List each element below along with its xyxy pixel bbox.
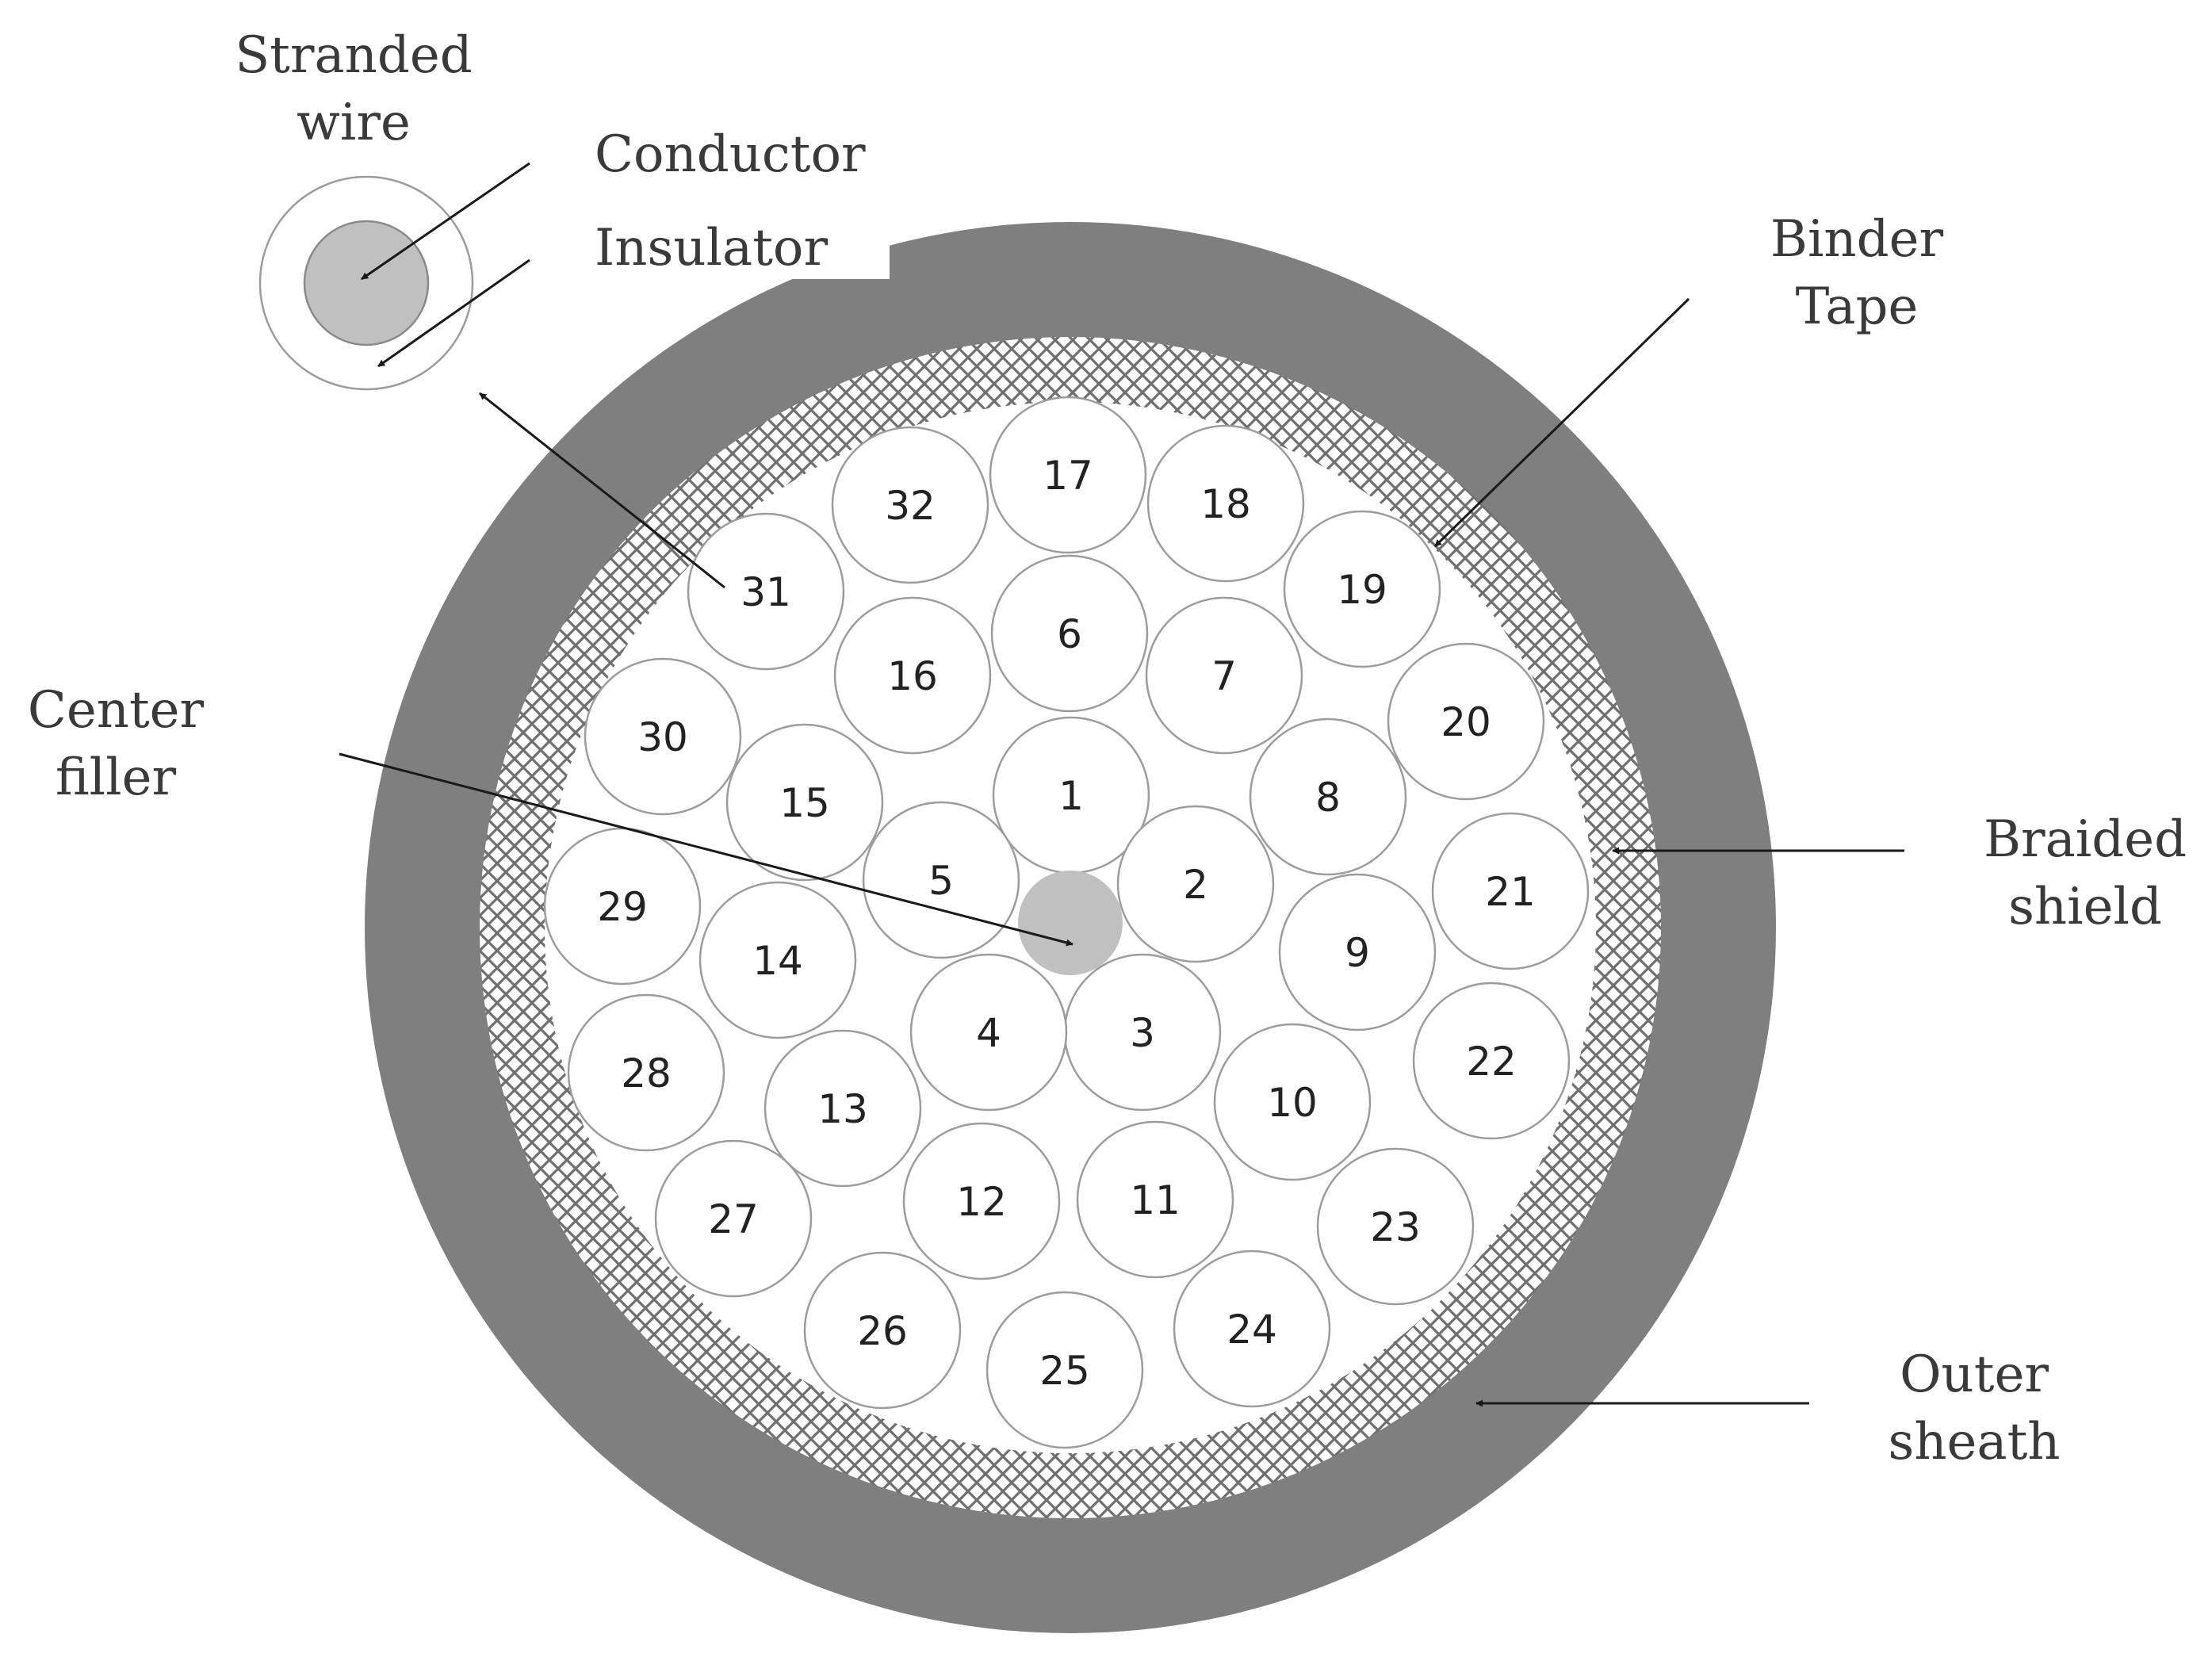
wire-number-label: 9 [1345, 930, 1370, 976]
wire-number-label: 13 [817, 1086, 868, 1132]
wire-number-label: 25 [1039, 1348, 1090, 1394]
wire-number-label: 3 [1130, 1010, 1155, 1056]
wire-23 [1316, 1147, 1475, 1306]
wire-6 [990, 554, 1149, 713]
stranded-wire-label: Stranded [235, 26, 472, 85]
conductor-label: Conductor [595, 125, 866, 184]
wire-32 [831, 426, 989, 584]
wire-10 [1213, 1023, 1372, 1181]
wire-number-label: 12 [956, 1179, 1007, 1225]
wire-number-label: 4 [976, 1010, 1001, 1056]
wire-number-label: 17 [1043, 453, 1093, 499]
binder-tape-arrow [1433, 297, 1690, 548]
stranded-wire-arrow [479, 392, 725, 589]
wire-4 [909, 953, 1068, 1112]
wire-number-label: 26 [857, 1308, 908, 1354]
wire-number-label: 2 [1183, 862, 1208, 908]
wire-number-label: 19 [1337, 567, 1387, 613]
wire-14 [698, 881, 857, 1039]
wire-number-label: 21 [1485, 869, 1536, 915]
wire-number-label: 11 [1130, 1177, 1181, 1223]
wire-number-label: 1 [1058, 773, 1084, 819]
wire-number-label: 7 [1211, 653, 1237, 699]
center-filler-label: filler [55, 748, 177, 807]
wire-number-label: 30 [637, 714, 688, 760]
wire-number-label: 16 [887, 653, 938, 699]
wire-25 [985, 1291, 1144, 1449]
wire-26 [803, 1251, 962, 1410]
wire-group: 1234567891011121314151617181920212223242… [543, 396, 1590, 1449]
wire-15 [725, 723, 884, 882]
insulator-arrow [377, 258, 530, 368]
wire-17 [989, 396, 1147, 554]
conductor-core [303, 220, 430, 346]
center-filler-arrow [339, 752, 1073, 947]
wire-number-label: 22 [1466, 1039, 1517, 1085]
wire-16 [833, 596, 992, 755]
wire-number-label: 31 [741, 569, 791, 615]
wire-27 [654, 1139, 813, 1298]
stranded-wire-detail [258, 175, 474, 391]
wire-21 [1431, 812, 1590, 970]
label-backdrop [587, 214, 890, 279]
conductor-arrow [361, 162, 530, 281]
wire-number-label: 6 [1057, 611, 1082, 657]
wire-2 [1116, 805, 1275, 963]
wire-number-label: 28 [621, 1050, 672, 1096]
binder-tape-label: Tape [1796, 277, 1919, 336]
wire-9 [1278, 873, 1437, 1031]
wire-22 [1412, 982, 1571, 1140]
outer-sheath-label: sheath [1888, 1413, 2060, 1471]
center-filler [1018, 871, 1123, 975]
stranded-wire-label: wire [297, 94, 411, 152]
insulator-label: Insulator [595, 219, 828, 277]
wire-number-label: 29 [597, 884, 648, 930]
binder-tape-label: Binder [1770, 210, 1944, 269]
wire-number-label: 8 [1315, 775, 1341, 821]
wire-number-label: 18 [1200, 481, 1251, 527]
wire-number-label: 14 [752, 938, 803, 984]
wire-number-label: 15 [779, 780, 830, 826]
wire-number-label: 23 [1370, 1204, 1421, 1250]
wire-number-label: 10 [1267, 1080, 1318, 1126]
wire-30 [584, 657, 742, 816]
wire-number-label: 27 [708, 1196, 759, 1242]
wire-number-label: 24 [1227, 1307, 1277, 1353]
wire-number-label: 20 [1441, 699, 1491, 745]
wire-19 [1283, 510, 1441, 668]
wire-11 [1076, 1120, 1234, 1279]
wire-5 [862, 801, 1020, 959]
outer-sheath-label: Outer [1900, 1345, 2049, 1404]
wire-7 [1145, 596, 1303, 755]
braided-shield-label: shield [2008, 878, 2162, 936]
wire-13 [763, 1029, 922, 1188]
wire-12 [902, 1122, 1061, 1280]
wire-28 [567, 993, 725, 1152]
braided-shield-label: Braided [1984, 810, 2187, 869]
center-filler-label: Center [28, 681, 205, 740]
wire-number-label: 5 [928, 858, 954, 904]
wire-20 [1387, 642, 1545, 801]
wire-31 [687, 512, 845, 671]
wire-number-label: 32 [885, 483, 936, 529]
wire-24 [1173, 1249, 1331, 1408]
wire-18 [1146, 424, 1305, 583]
wire-8 [1249, 718, 1407, 876]
